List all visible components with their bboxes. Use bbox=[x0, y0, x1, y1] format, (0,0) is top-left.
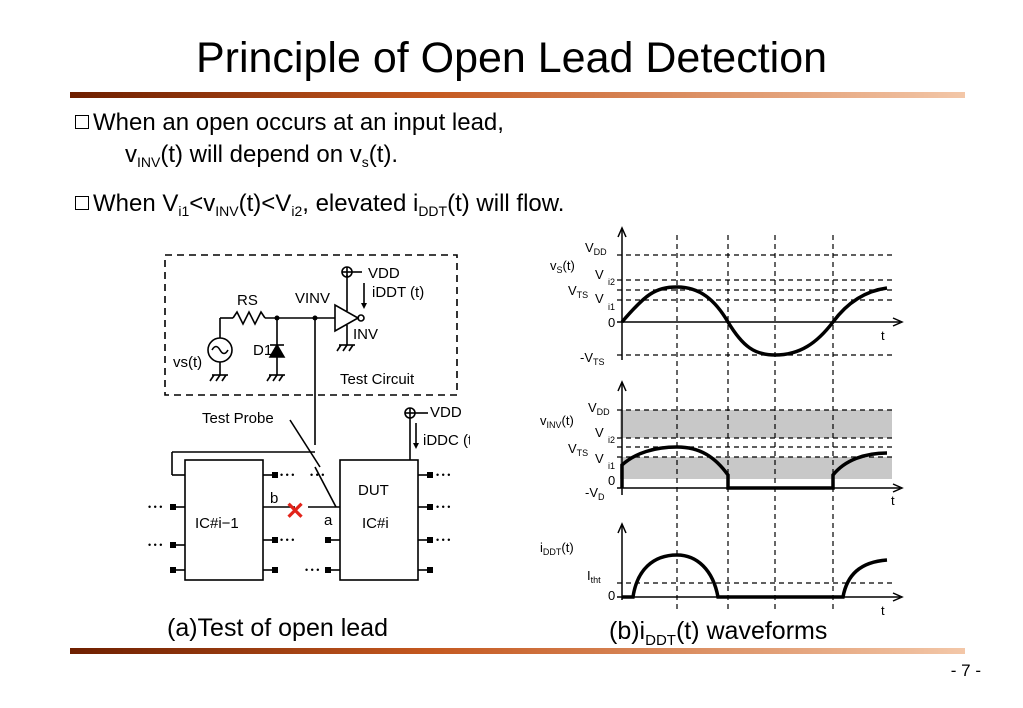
svg-text:t: t bbox=[891, 493, 895, 508]
svg-text:V: V bbox=[595, 451, 604, 466]
iddt-signal-label: iDDT(t) bbox=[540, 540, 574, 557]
open-lead-test-circuit: • • • • • • • • • • • • • • • • • • • • • • … bbox=[148, 254, 470, 581]
open-lead-mark-icon: ✕ bbox=[285, 498, 305, 525]
rs-label: RS bbox=[237, 292, 258, 309]
svg-text:t: t bbox=[881, 328, 885, 343]
dut-label: DUT bbox=[358, 482, 389, 499]
svg-text:0: 0 bbox=[608, 315, 615, 330]
svg-text:• • •: • • • bbox=[148, 540, 162, 550]
svg-text:• • •: • • • bbox=[280, 470, 294, 480]
page-title: Principle of Open Lead Detection bbox=[195, 34, 828, 82]
svg-text:V: V bbox=[595, 425, 604, 440]
svg-text:i2: i2 bbox=[608, 277, 615, 287]
svg-text:-VD: -VD bbox=[585, 485, 605, 502]
svg-text:0: 0 bbox=[608, 473, 615, 488]
svg-text:VDD: VDD bbox=[588, 400, 610, 417]
iddt-label: iDDT (t) bbox=[372, 284, 424, 301]
svg-text:V: V bbox=[595, 267, 604, 282]
vs-label: vs(t) bbox=[173, 354, 202, 371]
caption-a: (a)Test of open lead bbox=[167, 614, 388, 642]
title-divider bbox=[70, 92, 965, 98]
checkbox-bullet-icon bbox=[75, 196, 89, 210]
svg-text:0: 0 bbox=[608, 588, 615, 603]
iddc-label: iDDC (t) bbox=[423, 432, 470, 449]
svg-text:• • •: • • • bbox=[310, 470, 324, 480]
test-probe-label: Test Probe bbox=[202, 410, 274, 427]
bullet-open-lead-line2: vINV(t) will depend on vs(t). bbox=[125, 141, 399, 170]
svg-text:VTS: VTS bbox=[568, 441, 588, 458]
bullet-iddt-flow: When Vi1<vINV(t)<Vi2, elevated iDDT(t) w… bbox=[75, 190, 564, 218]
d1-label: D1 bbox=[253, 342, 272, 359]
vinv-signal-label: vINV(t) bbox=[540, 413, 574, 430]
vs-signal-label: vS(t) bbox=[550, 258, 575, 275]
svg-text:• • •: • • • bbox=[305, 565, 319, 575]
caption-b: (b)iDDT(t) waveforms bbox=[609, 617, 828, 649]
svg-text:Itht: Itht bbox=[587, 568, 601, 585]
footer-divider bbox=[70, 648, 965, 654]
svg-text:• • •: • • • bbox=[148, 502, 162, 512]
pin-b-label: b bbox=[270, 490, 278, 507]
bullet-open-lead: When an open occurs at an input lead, bbox=[75, 109, 504, 137]
vdd-bottom-label: VDD bbox=[430, 404, 462, 421]
vdd-top-label: VDD bbox=[368, 265, 400, 282]
svg-text:i2: i2 bbox=[608, 435, 615, 445]
vinv-label: VINV bbox=[295, 290, 330, 307]
svg-text:VTS: VTS bbox=[568, 283, 588, 300]
pin-a-label: a bbox=[324, 512, 333, 529]
svg-text:i1: i1 bbox=[608, 302, 615, 312]
inv-label: INV bbox=[353, 326, 378, 343]
test-circuit-label: Test Circuit bbox=[340, 371, 415, 388]
svg-text:V: V bbox=[595, 291, 604, 306]
svg-text:-VTS: -VTS bbox=[580, 350, 605, 367]
svg-text:i1: i1 bbox=[608, 461, 615, 471]
checkbox-bullet-icon bbox=[75, 115, 89, 129]
svg-text:• • •: • • • bbox=[436, 470, 450, 480]
ic-i-label: IC#i bbox=[362, 515, 389, 532]
svg-text:t: t bbox=[881, 603, 885, 618]
svg-text:VDD: VDD bbox=[585, 240, 607, 257]
svg-text:• • •: • • • bbox=[436, 535, 450, 545]
page-number: - 7 - bbox=[950, 661, 981, 680]
svg-text:• • •: • • • bbox=[436, 502, 450, 512]
ic-i-minus-1-label: IC#i−1 bbox=[195, 515, 239, 532]
svg-text:• • •: • • • bbox=[280, 535, 294, 545]
